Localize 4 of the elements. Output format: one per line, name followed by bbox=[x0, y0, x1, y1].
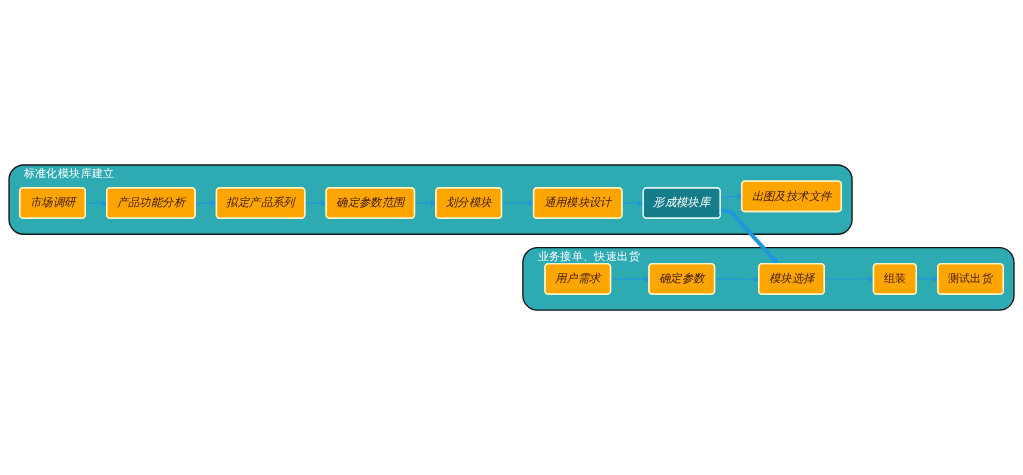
arrow bbox=[304, 200, 327, 206]
arrow bbox=[720, 208, 779, 265]
arrow bbox=[610, 276, 650, 282]
arrow bbox=[621, 200, 644, 206]
